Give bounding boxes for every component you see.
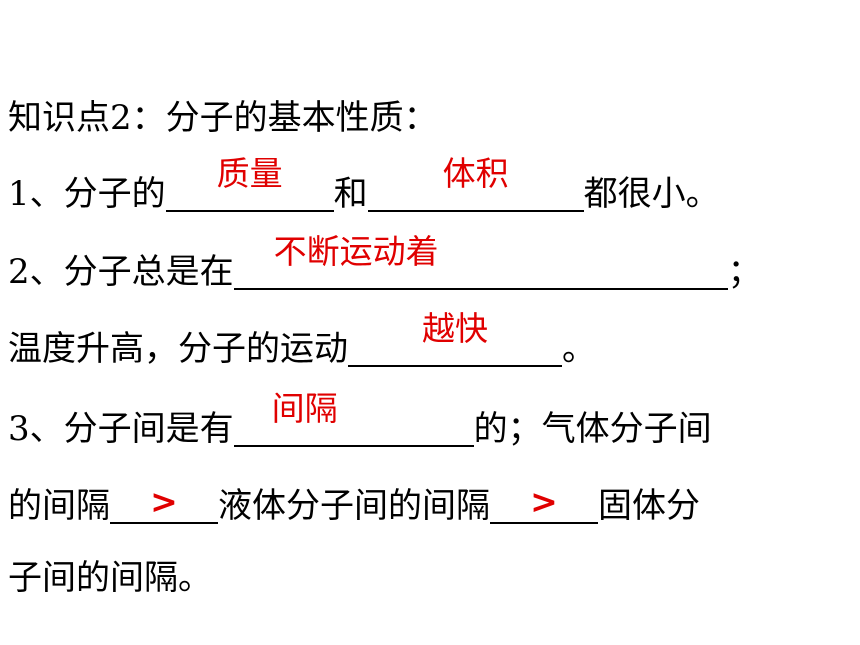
line-1: 1、分子的 质量 和 体积 都很小。 — [8, 156, 720, 216]
answer-1: 质量 — [216, 154, 283, 193]
line-2-text-a: 2、分子总是在 — [8, 252, 234, 292]
answer-5: 间隔 — [271, 389, 338, 428]
line-4-text-a: 3、分子间是有 — [8, 409, 234, 449]
line-1-text-c: 都很小。 — [583, 174, 720, 214]
line-6-text-a: 子间的间隔。 — [8, 558, 212, 598]
answer-6: > — [150, 482, 178, 521]
answer-2: 体积 — [442, 154, 509, 193]
blank-5: 间隔 — [233, 391, 474, 447]
blank-7: > — [490, 482, 598, 524]
blank-6: > — [110, 482, 218, 524]
line-5-text-a: 的间隔 — [8, 486, 110, 526]
line-6: 子间的间隔。 — [8, 556, 212, 600]
line-2-text-b: ； — [727, 252, 762, 292]
blank-2: 体积 — [367, 156, 584, 212]
line-5-text-c: 固体分 — [598, 486, 700, 526]
line-4: 3、分子间是有 间隔 的；气体分子间 — [8, 391, 712, 451]
blank-1: 质量 — [165, 156, 334, 212]
line-3: 温度升高，分子的运动 越快 。 — [8, 311, 596, 371]
line-3-text-a: 温度升高，分子的运动 — [8, 329, 348, 369]
heading: 知识点2：分子的基本性质： — [8, 96, 438, 140]
answer-3: 不断运动着 — [273, 232, 439, 271]
line-3-text-b: 。 — [562, 329, 596, 369]
line-1-text-a: 1、分子的 — [8, 174, 166, 214]
line-5: 的间隔 > 液体分子间的间隔 > 固体分 — [8, 484, 700, 528]
line-2: 2、分子总是在 不断运动着 ； — [8, 234, 762, 294]
line-4-text-b: 的；气体分子间 — [473, 409, 712, 449]
heading-text: 知识点2：分子的基本性质： — [8, 98, 438, 138]
line-1-text-b: 和 — [333, 174, 368, 214]
answer-7: > — [530, 482, 558, 521]
blank-3: 不断运动着 — [233, 234, 728, 290]
blank-4: 越快 — [348, 311, 562, 367]
line-5-text-b: 液体分子间的间隔 — [218, 486, 490, 526]
answer-4: 越快 — [422, 309, 488, 348]
